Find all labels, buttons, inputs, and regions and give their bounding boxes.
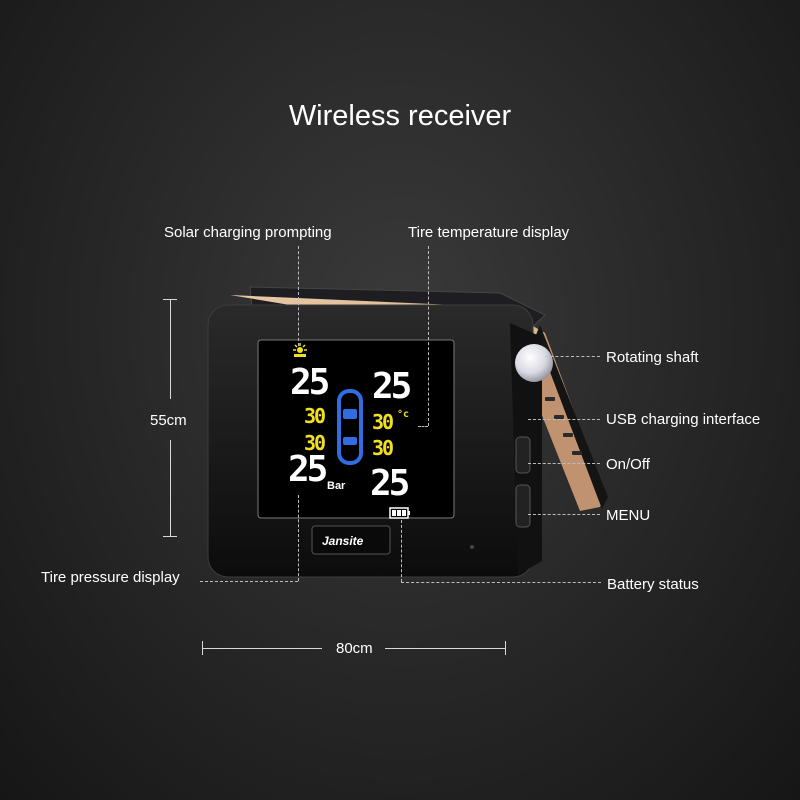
width-line-right	[385, 648, 505, 649]
front-right-pressure: 25	[372, 366, 412, 407]
label-battery-status: Battery status	[607, 576, 699, 593]
label-tire-temperature: Tire temperature display	[408, 224, 570, 241]
brand-plate	[311, 525, 391, 555]
label-tire-pressure: Tire pressure display	[41, 569, 180, 586]
label-rotating-shaft: Rotating shaft	[606, 349, 699, 366]
label-on-off: On/Off	[606, 456, 650, 473]
leader-temperature-tail	[418, 426, 428, 427]
temp-unit: °c	[397, 409, 410, 420]
height-line-bottom	[170, 440, 171, 536]
on-off-button	[515, 436, 531, 474]
width-label: 80cm	[336, 640, 373, 657]
leader-on-off	[528, 463, 600, 464]
leader-menu	[528, 514, 600, 515]
front-left-pressure: 25	[290, 362, 330, 403]
width-tick-right	[505, 641, 506, 655]
car-icon	[337, 389, 363, 465]
menu-button	[515, 484, 531, 528]
label-menu: MENU	[606, 507, 651, 524]
rotating-shaft	[515, 344, 553, 382]
pressure-unit: Bar	[327, 480, 346, 492]
page-title: Wireless receiver	[288, 100, 512, 132]
rear-right-pressure: 25	[370, 463, 410, 504]
tpms-receiver-device	[207, 286, 608, 578]
rear-left-temp: 30	[304, 431, 326, 455]
rear-left-pressure: 25	[288, 449, 328, 490]
leader-solar	[298, 246, 299, 346]
battery-icon	[389, 507, 410, 519]
height-tick-bottom	[163, 536, 177, 537]
sun-icon	[293, 343, 307, 357]
rear-right-temp: 30	[372, 436, 394, 460]
height-line-top	[170, 299, 171, 399]
leader-usb	[528, 419, 600, 420]
leader-battery-v	[401, 520, 402, 582]
screen	[257, 339, 455, 519]
front-left-temp: 30	[304, 404, 326, 428]
leader-pressure-h	[200, 581, 298, 582]
label-usb-charging: USB charging interface	[606, 411, 761, 428]
leader-temperature	[428, 246, 429, 426]
front-right-temp: 30	[372, 410, 394, 434]
brand-logo: Jansite	[322, 534, 364, 548]
label-solar-charging: Solar charging prompting	[164, 224, 332, 241]
height-label: 55cm	[150, 412, 187, 429]
leader-pressure-v	[298, 495, 299, 581]
leader-rotating-shaft	[545, 356, 600, 357]
width-line-left	[202, 648, 322, 649]
leader-battery-h	[401, 582, 601, 583]
